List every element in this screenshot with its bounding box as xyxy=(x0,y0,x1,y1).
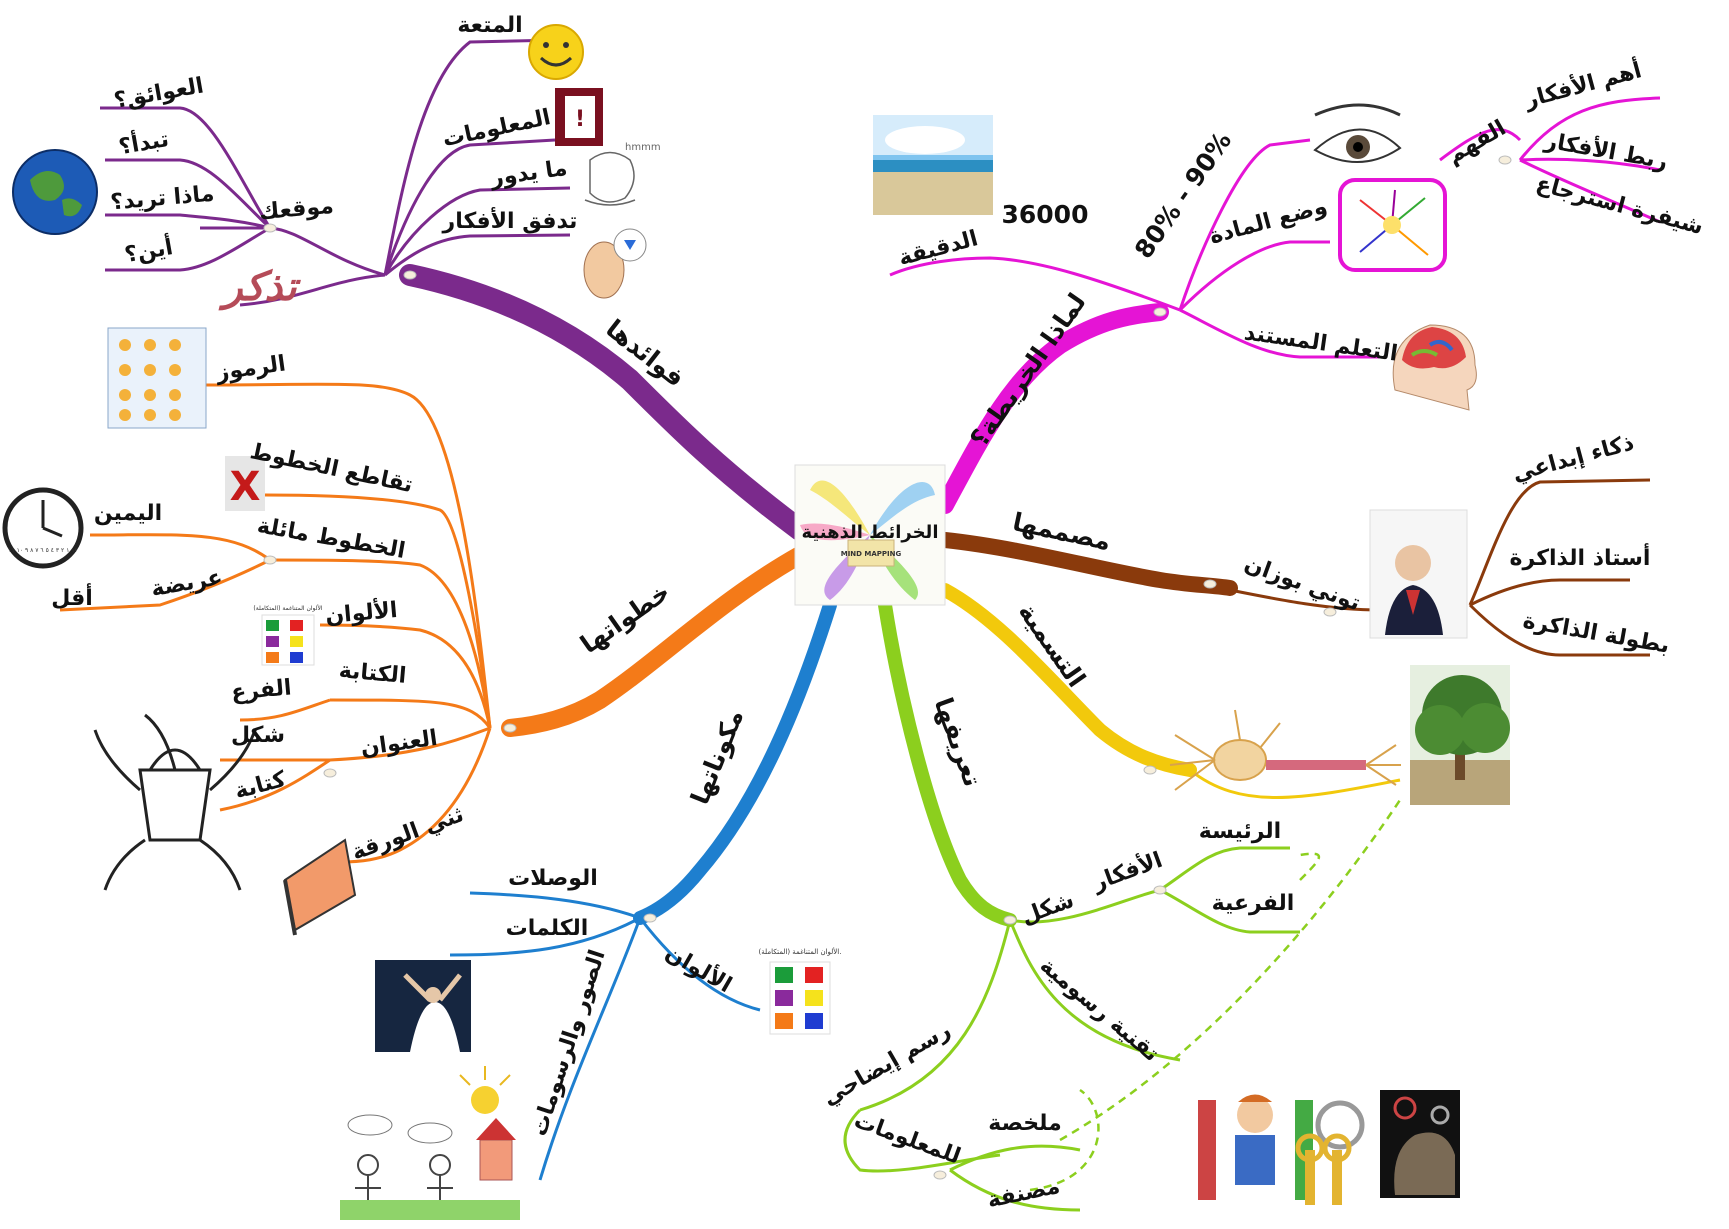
definition-shape: شكل xyxy=(1018,888,1077,930)
why-linking: ربط الأفكار xyxy=(1542,125,1670,174)
color-palette-icon-steps: الألوان المتناغمة (المتكاملة) xyxy=(253,604,323,666)
benefits-where: أين؟ xyxy=(122,231,175,268)
why-per-minute: الدقيقة xyxy=(896,226,981,271)
why-count: 36000 xyxy=(1002,200,1089,229)
why-recall: شيفرة استرجاع xyxy=(1533,171,1705,240)
eye-icon xyxy=(1313,103,1402,163)
steps-branch: الفرع xyxy=(230,675,292,705)
designer-name: توني بوزان xyxy=(1241,551,1364,616)
components-images: الصور والرسومات xyxy=(527,947,611,1139)
folder-icon xyxy=(283,838,357,936)
branch-steps-main xyxy=(501,546,809,737)
svg-text:X: X xyxy=(230,464,261,510)
remember-logo: تذكر xyxy=(218,263,301,311)
naming-subbranches xyxy=(1189,768,1401,799)
branch-why-main xyxy=(936,303,1169,514)
steps-symbols: الرموز xyxy=(214,351,287,386)
designer-subbranches xyxy=(1229,478,1651,657)
definition-subbranches xyxy=(843,846,1300,1212)
components-colors: الألوان xyxy=(661,938,738,998)
books-student-image xyxy=(1195,1085,1313,1205)
designer-creative: ذكاء إبداعي xyxy=(1510,431,1637,487)
svg-text:١٢ ١ ٢ ٣ ٤ ٥ ٦ ٧ ٨ ٩ ١٠ ١١: ١٢ ١ ٢ ٣ ٤ ٥ ٦ ٧ ٨ ٩ ١٠ ١١ xyxy=(8,547,78,554)
designer-champion: بطولة الذاكرة xyxy=(1521,608,1671,658)
benefits-flow: تدفق الأفكار xyxy=(442,206,578,234)
color-palette-icon: الألوان المتناغمة (المتكاملة). xyxy=(759,947,842,1035)
benefits-want: ماذا تريد؟ xyxy=(110,182,216,216)
steps-colors: الألوان xyxy=(324,595,398,629)
thinker-sketch: hmmm xyxy=(584,142,661,206)
center-title: الخرائط الذهنية xyxy=(802,522,939,543)
components-subbranches xyxy=(449,891,761,1181)
benefits-position: موقعك xyxy=(258,194,335,225)
why-brain: التعلم المستند xyxy=(1243,320,1400,366)
steps-right: اليمين xyxy=(94,501,162,526)
branch-label-definition: تعريفها xyxy=(928,694,988,791)
steps-shape: شكل xyxy=(231,723,285,748)
x-mark-icon: X xyxy=(225,456,265,511)
svg-text:الألوان المتناغمة (المتكاملة): الألوان المتناغمة (المتكاملة) xyxy=(253,604,322,612)
mini-mindmap-image xyxy=(1338,178,1447,272)
bag-drawing xyxy=(93,713,257,891)
branch-label-why: لماذا الخريطة؟ xyxy=(964,288,1092,453)
celebration-image xyxy=(375,960,471,1052)
steps-fold: ثني الورقة xyxy=(348,802,467,866)
symbols-grid-image xyxy=(107,327,207,429)
definition-drawing: رسم إيضاحي xyxy=(819,1018,955,1111)
benefits-start: تبدأ؟ xyxy=(116,123,171,160)
designer-master: أستاذ الذاكرة xyxy=(1510,542,1651,571)
brain-head-icon xyxy=(1392,324,1477,411)
definition-summary: ملخصة xyxy=(988,1111,1061,1136)
definition-main: الرئيسة xyxy=(1199,819,1281,844)
svg-text:hmmm: hmmm xyxy=(625,142,661,153)
idea-head-image xyxy=(583,228,647,299)
steps-writing: الكتابة xyxy=(338,658,407,689)
svg-text:تذكر: تذكر xyxy=(218,263,301,311)
gear-head-image xyxy=(1380,1090,1460,1198)
definition-sub: الفرعية xyxy=(1212,891,1295,916)
steps-slanted: الخطوط مائلة xyxy=(255,513,407,564)
branch-components-main xyxy=(633,598,837,925)
keys-icon xyxy=(1295,1100,1365,1205)
kids-drawing-image xyxy=(340,1066,520,1220)
steps-less: أقل xyxy=(51,582,93,611)
svg-text:الألوان المتناغمة (المتكاملة).: الألوان المتناغمة (المتكاملة). xyxy=(759,947,842,956)
center-node: MIND MAPPING الخرائط الذهنية xyxy=(794,464,946,606)
svg-text:!: ! xyxy=(575,107,585,132)
steps-subbranches xyxy=(59,382,492,864)
benefits-fun: المتعة xyxy=(457,13,522,38)
components-connectors: الوصلات xyxy=(508,866,598,891)
neuron-diagram xyxy=(1169,709,1401,791)
benefits-info: المعلومات xyxy=(440,105,553,152)
definition-graphic: تقنية رسومية xyxy=(1035,953,1164,1067)
smiley-face-icon xyxy=(528,24,584,80)
steps-crossing: تقاطع الخطوط xyxy=(248,439,415,498)
branch-definition-main xyxy=(878,598,1017,927)
tony-buzan-portrait xyxy=(1369,509,1468,639)
center-subtitle: MIND MAPPING xyxy=(841,550,902,558)
beach-photo xyxy=(873,115,993,215)
steps-title: العنوان xyxy=(359,726,439,762)
main-branches xyxy=(399,264,1238,927)
book-cover-image: ! xyxy=(555,88,603,146)
why-key-ideas: أهم الأفكار xyxy=(1520,54,1644,113)
definition-dashed-links xyxy=(1029,799,1402,1192)
branch-naming-main xyxy=(938,583,1197,777)
globe-icon xyxy=(12,149,98,235)
tree-image xyxy=(1410,665,1510,805)
definition-info: للمعلومات xyxy=(851,1108,964,1170)
clock-icon: ١٢ ١ ٢ ٣ ٤ ٥ ٦ ٧ ٨ ٩ ١٠ ١١ xyxy=(2,487,84,569)
branch-benefits-main xyxy=(399,264,811,541)
components-words: الكلمات xyxy=(506,916,589,941)
why-subbranches xyxy=(889,96,1661,359)
benefits-whats-on: ما يدور xyxy=(488,156,569,192)
branch-label-components: مكوناتها xyxy=(685,705,750,809)
